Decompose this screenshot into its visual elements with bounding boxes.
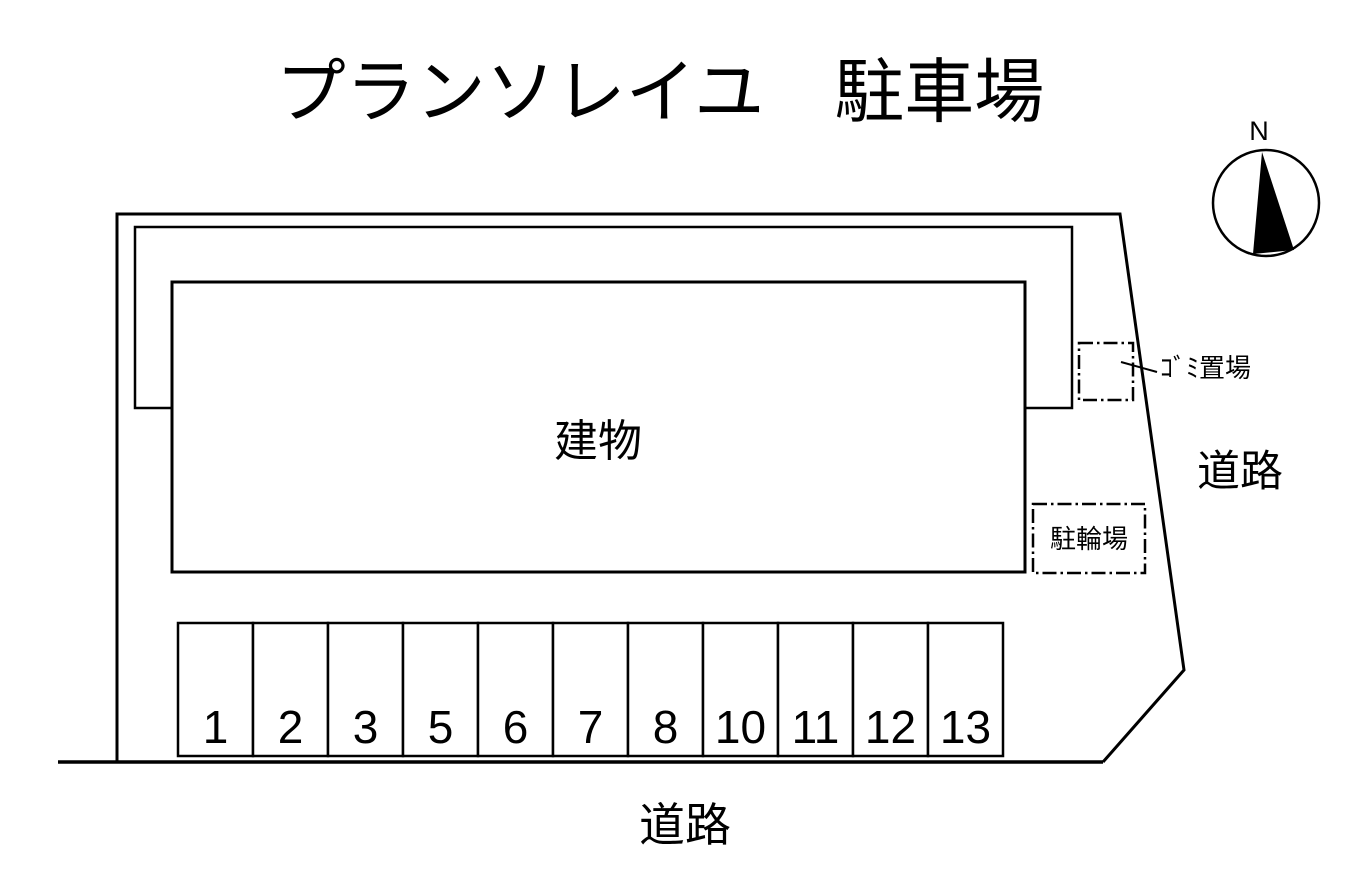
parking-space-number: 3 (353, 701, 379, 753)
garbage-leader-line (1120, 361, 1158, 373)
parking-space-number: 2 (278, 701, 304, 753)
parking-space-number: 5 (428, 701, 454, 753)
parking-space-number: 12 (865, 701, 916, 753)
parking-space-number: 13 (940, 701, 991, 753)
compass-needle-icon (1253, 152, 1294, 254)
bicycle-parking-label: 駐輪場 (1050, 524, 1128, 554)
building-label: 建物 (554, 417, 642, 466)
garbage-area-box (1077, 341, 1135, 402)
page-title: プランソレイユ 駐車場 (276, 53, 1045, 131)
road-label-bottom: 道路 (639, 799, 731, 851)
compass-north-label: N (1249, 116, 1269, 146)
property-boundary (115, 212, 1186, 763)
compass: N (1211, 116, 1321, 258)
parking-space-11 (776, 621, 855, 758)
parking-space-8 (626, 621, 705, 758)
parking-space-1 (176, 621, 255, 758)
road-label-right: 道路 (1197, 448, 1283, 496)
parking-space-number: 11 (792, 701, 840, 753)
parking-space-13 (926, 621, 1005, 758)
garbage-area-label: ｺﾞﾐ置場 (1160, 353, 1251, 383)
parking-space-6 (476, 621, 555, 758)
parking-space-number: 8 (653, 701, 679, 753)
parking-space-number: 10 (715, 701, 766, 753)
bicycle-parking-box (1031, 502, 1147, 575)
compass-circle (1211, 148, 1321, 258)
building (170, 280, 1027, 574)
parking-space-number: 1 (203, 701, 229, 753)
parking-space-3 (326, 621, 405, 758)
parking-space-number: 6 (503, 701, 529, 753)
parking-space-number: 7 (578, 701, 604, 753)
